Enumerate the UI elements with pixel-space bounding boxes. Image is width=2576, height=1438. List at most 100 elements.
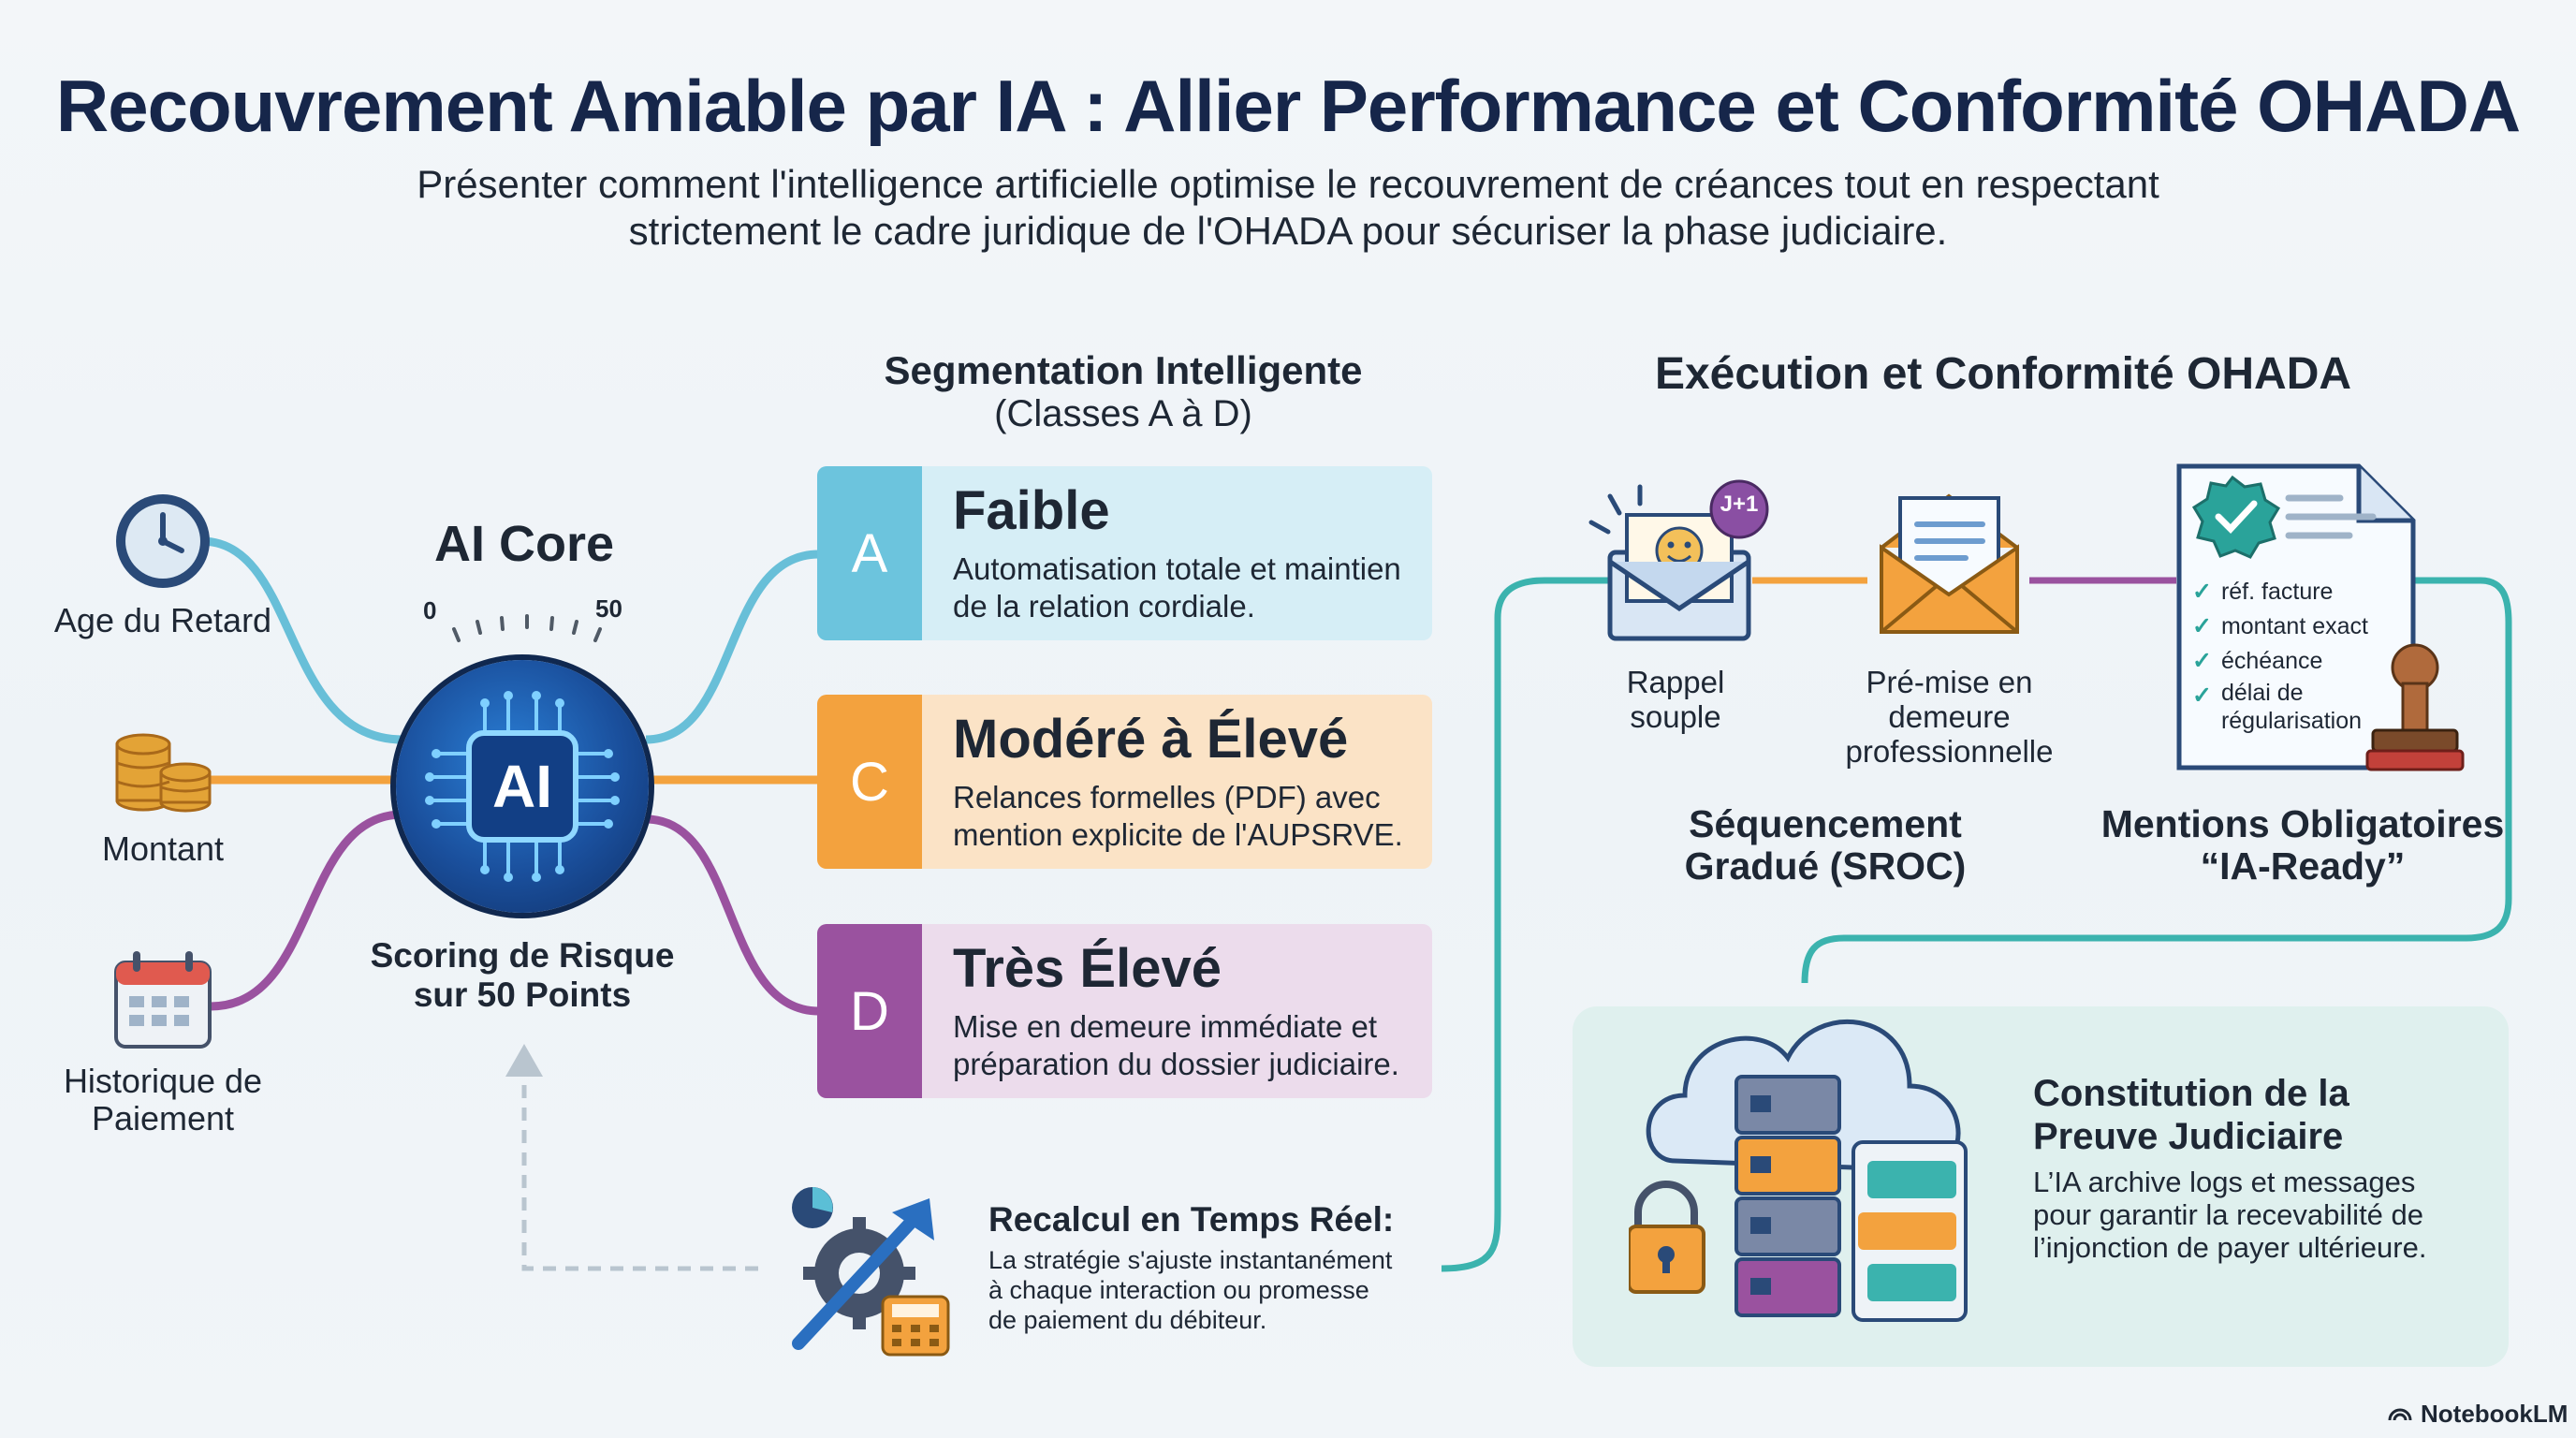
compliance-document: ✓ réf. facture ✓ montant exact ✓ échéance ✓…: [2172, 459, 2465, 777]
checklist-text: délai de régularisation: [2220, 680, 2363, 734]
coins-icon: [110, 726, 215, 819]
premise-line-3: professionnelle: [1845, 734, 2054, 769]
wire-history-to-core: [210, 810, 403, 1011]
premise-line-2: demeure: [1888, 699, 2011, 734]
recalc-desc-line-2: à chaque interaction ou promesse: [988, 1276, 1369, 1304]
wire-recalc-to-exec: [1441, 577, 1608, 1272]
class-name-a: Faible: [953, 480, 1110, 541]
proof-desc: L’IA archive logs et messages pour garan…: [2033, 1166, 2426, 1264]
rappel-label: Rappel souple: [1591, 665, 1760, 734]
wire-core-to-d: [645, 814, 820, 1016]
class-desc-a-line-1: Automatisation totale et maintien: [953, 551, 1401, 586]
proof-desc-line-3: l’injonction de payer ultérieure.: [2033, 1231, 2427, 1264]
compliance-checklist: ✓ réf. facture ✓ montant exact ✓ échéance ✓…: [2192, 575, 2398, 735]
check-icon: ✓: [2192, 648, 2212, 674]
class-card-d: D Très Élevé Mise en demeure immédiate e…: [817, 924, 1432, 1098]
rappel-line-2: souple: [1630, 699, 1721, 734]
recalc-desc-line-3: de paiement du débiteur.: [988, 1306, 1267, 1334]
clock-icon: [110, 489, 215, 594]
proof-title: Constitution de la Preuve Judiciaire: [2033, 1072, 2349, 1158]
segmentation-subtitle: (Classes A à D): [994, 393, 1252, 434]
gauge-max-label: 50: [595, 594, 622, 623]
ai-core-title: AI Core: [433, 516, 615, 572]
input-amount-text: Montant: [101, 829, 225, 868]
sequencing-line-1: Séquencement: [1689, 802, 1962, 845]
checklist-item: ✓ montant exact: [2192, 609, 2398, 644]
notebooklm-logo-icon: [2387, 1400, 2413, 1429]
mentions-line-2: “IA-Ready”: [2200, 844, 2406, 888]
proof-title-line-2: Preuve Judiciaire: [2033, 1116, 2344, 1157]
checklist-text: réf. facture: [2220, 579, 2334, 605]
class-desc-a-line-2: de la relation cordiale.: [953, 589, 1255, 624]
letter-envelope-icon: [1872, 477, 2027, 637]
page-title: Recouvrement Amiable par IA : Allier Per…: [55, 65, 2521, 147]
class-letter-a: A: [817, 466, 922, 640]
subtitle-line-2: strictement le cadre juridique de l'OHAD…: [628, 209, 1948, 253]
rappel-line-1: Rappel: [1626, 665, 1725, 699]
checklist-item: ✓ échéance: [2192, 644, 2398, 679]
recalc-desc-line-1: La stratégie s'ajuste instantanément: [988, 1246, 1393, 1274]
wire-core-to-a: [645, 550, 820, 744]
checklist-item: ✓ réf. facture: [2192, 575, 2398, 609]
j-plus-1-badge: J+1: [1720, 492, 1759, 517]
checklist-item: ✓ délai de régularisation: [2192, 679, 2398, 735]
recalc-desc: La stratégie s'ajuste instantanément à c…: [988, 1245, 1392, 1335]
page-subtitle: Présenter comment l'intelligence artific…: [281, 161, 2295, 255]
footer-brand-text: NotebookLM: [2421, 1400, 2569, 1428]
class-letter-d: D: [817, 924, 922, 1098]
class-card-a: A Faible Automatisation totale et mainti…: [817, 466, 1432, 640]
check-icon: ✓: [2192, 682, 2212, 709]
gear-growth-icon: [780, 1175, 967, 1362]
input-history-text: Historique de Paiement: [63, 1062, 263, 1137]
execution-title: Exécution et Conformité OHADA: [1654, 349, 2352, 399]
gauge-scale: [426, 599, 632, 646]
premise-line-1: Pré-mise en: [1866, 665, 2033, 699]
input-amount-label: Montant: [41, 830, 285, 868]
class-desc-d-line-1: Mise en demeure immédiate et: [953, 1009, 1378, 1044]
class-card-c: C Modéré à Élevé Relances formelles (PDF…: [817, 695, 1432, 869]
ai-core-sphere: AI: [396, 660, 649, 913]
premise-label: Pré-mise en demeure professionnelle: [1825, 665, 2073, 769]
gauge-min-label: 0: [423, 596, 437, 624]
calendar-icon: [110, 947, 215, 1052]
check-icon: ✓: [2192, 579, 2212, 605]
wire-age-to-core: [200, 536, 403, 744]
recalc-title: Recalcul en Temps Réel:: [988, 1200, 1395, 1239]
chip-circuit-icon: [425, 691, 620, 882]
class-desc-d: Mise en demeure immédiate et préparation…: [953, 1008, 1399, 1083]
cloud-archive-icon: [1627, 974, 1984, 1329]
ai-core-caption-line-2: sur 50 Points: [413, 976, 632, 1014]
footer-brand: NotebookLM: [2387, 1400, 2568, 1429]
proof-desc-line-1: L’IA archive logs et messages: [2033, 1166, 2416, 1198]
input-age-text: Age du Retard: [53, 601, 272, 639]
input-history-label: Historique de Paiement: [41, 1063, 285, 1137]
class-desc-d-line-2: préparation du dossier judiciaire.: [953, 1047, 1399, 1081]
mentions-line-1: Mentions Obligatoires: [2100, 802, 2505, 845]
checklist-text: échéance: [2220, 648, 2323, 674]
wire-recalc-feedback: [521, 1077, 758, 1271]
class-desc-c-line-1: Relances formelles (PDF) avec: [953, 780, 1381, 814]
class-desc-a: Automatisation totale et maintien de la …: [953, 550, 1401, 625]
class-name-d: Très Élevé: [953, 938, 1222, 999]
input-age-label: Age du Retard: [41, 602, 285, 639]
checklist-text: montant exact: [2220, 613, 2368, 639]
subtitle-line-1: Présenter comment l'intelligence artific…: [417, 162, 2159, 206]
proof-desc-line-2: pour garantir la recevabilité de: [2033, 1198, 2424, 1231]
ai-chip-label: AI: [492, 753, 552, 820]
wire-mentions-to-proof: [1801, 577, 2512, 984]
class-name-c: Modéré à Élevé: [953, 709, 1349, 770]
proof-title-line-1: Constitution de la: [2033, 1073, 2349, 1114]
sequencing-label: Séquencement Gradué (SROC): [1647, 803, 2003, 888]
stamp-icon: [2365, 643, 2465, 771]
smiley-envelope-icon: J+1: [1582, 477, 1769, 641]
class-desc-c-line-2: mention explicite de l'AUPSRVE.: [953, 817, 1403, 852]
check-icon: ✓: [2192, 613, 2212, 639]
ai-core-caption-line-1: Scoring de Risque: [370, 936, 675, 975]
class-desc-c: Relances formelles (PDF) avec mention ex…: [953, 779, 1403, 854]
segmentation-title: Segmentation Intelligente: [884, 348, 1363, 392]
ai-core-caption: Scoring de Risque sur 50 Points: [363, 936, 681, 1015]
feedback-arrowhead: [505, 1044, 543, 1077]
sequencing-line-2: Gradué (SROC): [1684, 844, 1967, 888]
mentions-label: Mentions Obligatoires “IA-Ready”: [2078, 803, 2527, 888]
